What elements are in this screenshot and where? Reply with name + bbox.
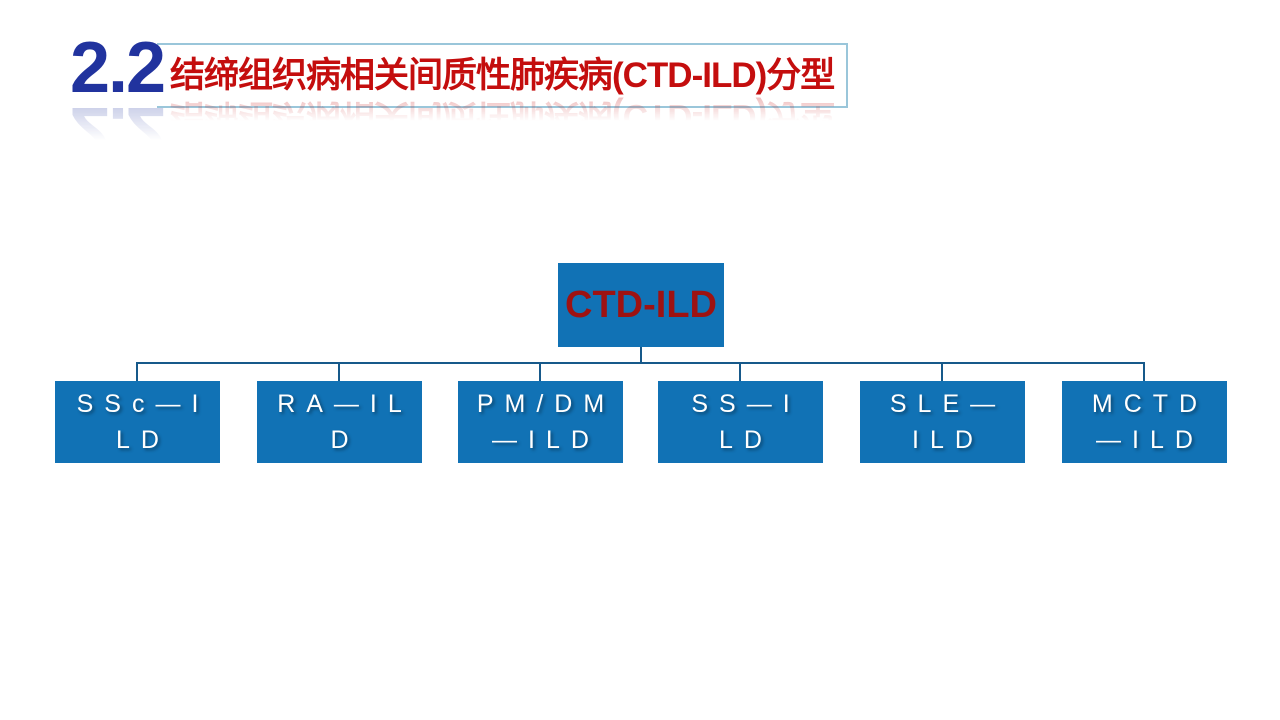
org-child-label-line2: LD <box>719 426 773 454</box>
org-child-box-2: RA—IL D <box>257 381 422 463</box>
org-child-label-line2: —ILD <box>1096 426 1204 454</box>
section-number: 2.2 <box>70 28 166 108</box>
org-child-label-line2: LD <box>116 426 170 454</box>
connector-root-drop <box>640 347 642 363</box>
org-child-label-line2: D <box>330 426 360 454</box>
connector-drop-1 <box>136 362 138 381</box>
org-child-label-line2: ILD <box>912 426 984 454</box>
org-root-box: CTD-ILD <box>558 263 724 347</box>
org-child-label-line1: PM/DM <box>476 390 616 418</box>
org-child-label-line2: —ILD <box>492 426 600 454</box>
connector-drop-5 <box>941 362 943 381</box>
org-child-box-4: SS—I LD <box>658 381 823 463</box>
org-child-label-line1: RA—IL <box>277 390 413 418</box>
org-child-label-line1: SSc—I <box>76 390 210 418</box>
title-border-box <box>157 43 848 108</box>
slide-title: 结缔组织病相关间质性肺疾病(CTD-ILD)分型 <box>170 56 835 95</box>
org-child-label-line1: SLE— <box>889 390 1007 418</box>
connector-drop-3 <box>539 362 541 381</box>
org-root-label: CTD-ILD <box>565 283 717 326</box>
org-child-box-6: MCTD —ILD <box>1062 381 1227 463</box>
org-child-label-line1: SS—I <box>691 390 801 418</box>
org-child-box-5: SLE— ILD <box>860 381 1025 463</box>
connector-drop-4 <box>739 362 741 381</box>
org-child-box-1: SSc—I LD <box>55 381 220 463</box>
connector-drop-2 <box>338 362 340 381</box>
org-child-box-3: PM/DM —ILD <box>458 381 623 463</box>
org-child-label-line1: MCTD <box>1091 390 1209 418</box>
connector-drop-6 <box>1143 362 1145 381</box>
connector-horizontal-rail <box>137 362 1145 364</box>
